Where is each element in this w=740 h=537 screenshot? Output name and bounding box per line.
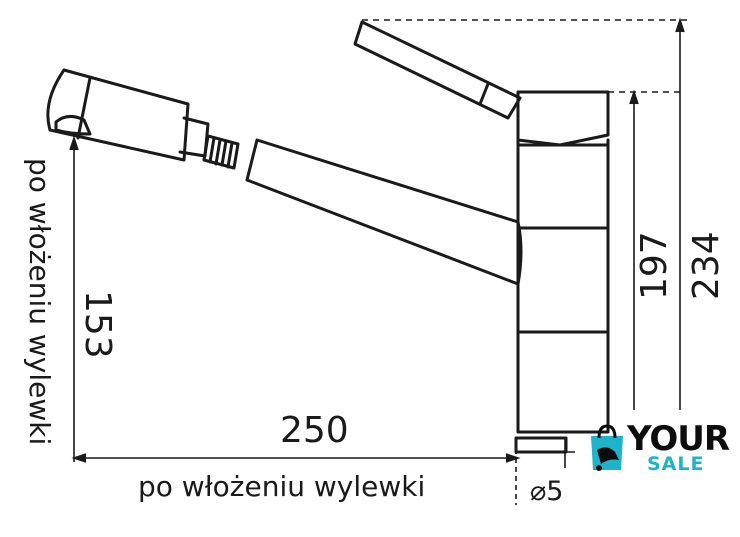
- lever-base: [516, 90, 610, 147]
- label-197: 197: [634, 231, 675, 300]
- label-diameter: ⌀5: [530, 476, 563, 507]
- label-234: 234: [686, 231, 727, 300]
- faucet-body: [516, 138, 610, 434]
- note-horizontal: po włożeniu wylewki: [138, 470, 425, 503]
- nozzle-tip: [54, 115, 92, 136]
- shopping-bag-icon: [591, 424, 623, 471]
- mount-nut: [514, 436, 568, 454]
- pullout-head-band: [76, 76, 92, 140]
- label-153: 153: [77, 290, 118, 359]
- note-vertical: po włożeniu wylewki: [23, 158, 56, 445]
- lever-handle: [353, 20, 522, 120]
- spout: [245, 138, 523, 286]
- pullout-head: [46, 68, 190, 162]
- label-250: 250: [280, 410, 349, 451]
- yoursale-logo: YOUR SALE: [585, 420, 735, 480]
- thread: [202, 134, 240, 170]
- logo-word-sale: SALE: [647, 453, 705, 475]
- lever-joint: [478, 82, 490, 106]
- logo-word-your: YOUR: [627, 419, 730, 459]
